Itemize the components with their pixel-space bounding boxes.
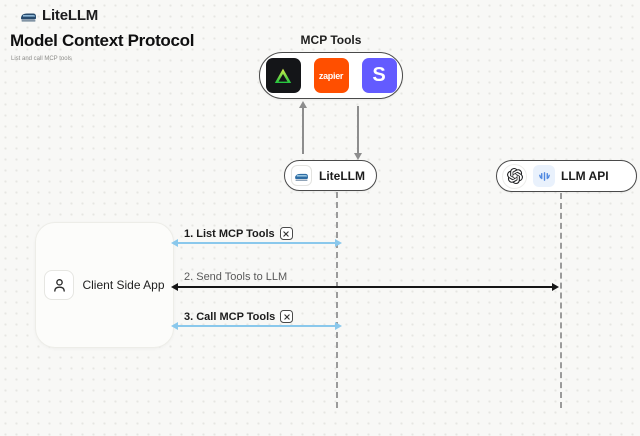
mcp-tools-label: MCP Tools bbox=[300, 33, 362, 47]
person-icon bbox=[44, 270, 75, 300]
stripe-letter: S bbox=[372, 64, 386, 86]
arrow-litellm-to-mcp bbox=[299, 101, 307, 154]
flow-1-text: 1. List MCP Tools bbox=[184, 227, 275, 240]
client-node-label: Client Side App bbox=[82, 278, 165, 292]
tools-icon bbox=[280, 310, 294, 323]
flow-2-label: 2. Send Tools to LLM bbox=[184, 271, 287, 283]
litellm-lifeline bbox=[336, 192, 338, 408]
flow-2-text: 2. Send Tools to LLM bbox=[184, 271, 288, 283]
llm-api-lifeline bbox=[560, 193, 562, 408]
client-side-app-node: Client Side App bbox=[35, 222, 174, 348]
stripe-icon: S bbox=[361, 58, 397, 93]
litellm-node-label: LiteLLM bbox=[319, 168, 365, 183]
litellm-train-icon bbox=[20, 9, 37, 23]
zapier-icon: zapier bbox=[313, 58, 349, 93]
brand-name: LiteLLM bbox=[42, 7, 99, 24]
flow-1-arrow bbox=[171, 239, 342, 247]
litellm-logo-icon bbox=[291, 165, 312, 186]
flow-2-arrow bbox=[171, 283, 559, 291]
mcp-tools-node: zapier S bbox=[259, 52, 403, 99]
brand: LiteLLM bbox=[20, 7, 98, 24]
flow-3-text: 3. Call MCP Tools bbox=[184, 310, 276, 323]
llm-api-node-label: LLM API bbox=[561, 169, 609, 183]
zapier-wordmark: zapier bbox=[318, 70, 344, 81]
openai-icon bbox=[502, 163, 527, 189]
litellm-node: LiteLLM bbox=[284, 160, 377, 191]
page-subtitle: List and call MCP tools bbox=[11, 56, 72, 62]
tools-icon bbox=[279, 227, 293, 240]
arrow-mcp-to-litellm bbox=[354, 106, 362, 160]
flow-3-label: 3. Call MCP Tools bbox=[184, 310, 294, 323]
page-title: Model Context Protocol bbox=[10, 31, 195, 50]
flow-1-label: 1. List MCP Tools bbox=[184, 227, 293, 240]
llm-api-node: LLM API bbox=[496, 160, 637, 192]
llm-provider-icon bbox=[533, 165, 555, 187]
composio-icon bbox=[265, 58, 301, 93]
flow-3-arrow bbox=[171, 322, 342, 330]
